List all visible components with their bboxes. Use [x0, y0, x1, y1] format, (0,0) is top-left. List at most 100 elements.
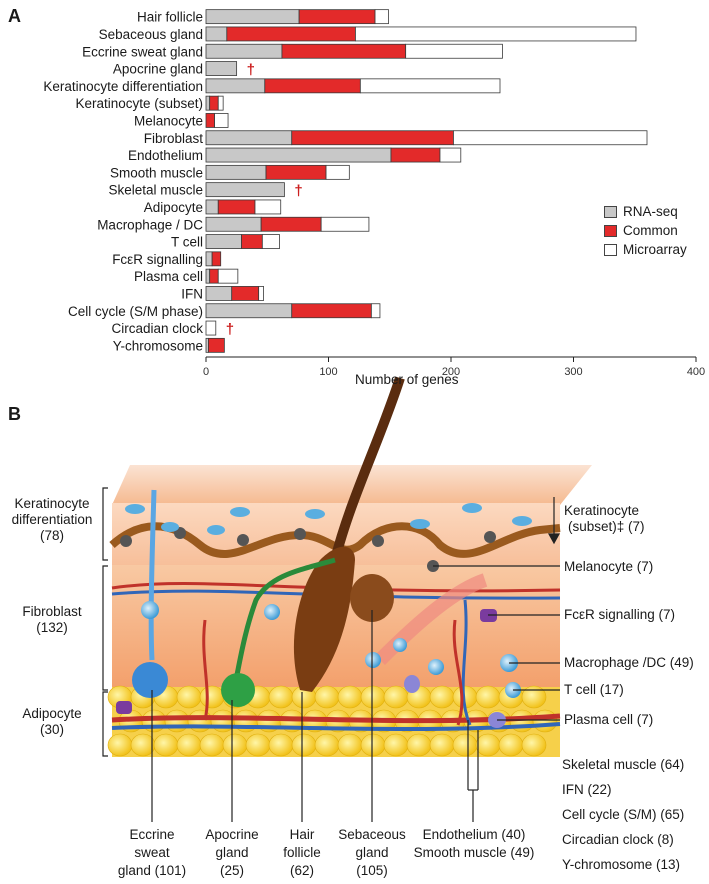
label-line: Keratinocyte	[564, 503, 640, 518]
category-label: Keratinocyte (subset)	[75, 96, 203, 111]
bar-segment-microarray	[370, 303, 381, 319]
label-line: Keratinocyte	[14, 496, 90, 511]
bar-segment-rnaseq	[205, 9, 300, 25]
label-keratinocyte-subset: Keratinocyte (subset)‡ (7)	[564, 503, 645, 535]
fat-cell	[429, 685, 455, 709]
fat-cell	[314, 685, 340, 709]
bar-segment-rnaseq	[205, 234, 242, 249]
bar-segment-common	[205, 113, 215, 128]
bar-segment-microarray	[217, 268, 239, 284]
label-line: gland (101)	[117, 863, 187, 878]
label-line: gland	[215, 845, 249, 860]
label-fibroblast: Fibroblast (132)	[4, 604, 100, 636]
leader-lines	[151, 497, 561, 822]
fat-cell	[498, 733, 524, 757]
fat-cell	[314, 733, 340, 757]
category-label: Plasma cell	[134, 269, 203, 284]
label-line: (subset)‡ (7)	[568, 519, 645, 534]
bar-segment-common	[390, 147, 441, 163]
label-line: Fibroblast	[22, 604, 82, 619]
x-tick-label: 100	[319, 366, 337, 378]
bar-segment-common	[265, 164, 327, 180]
smooth-muscle	[375, 573, 488, 665]
fat-cell	[360, 685, 386, 709]
apocrine-duct	[233, 557, 336, 681]
category-label: Keratinocyte differentiation	[43, 79, 203, 94]
hair-shaft	[330, 376, 405, 562]
fat-cell	[337, 733, 363, 757]
label-line: Sebaceous	[338, 827, 406, 842]
fat-cell	[107, 733, 133, 757]
hair-follicle	[293, 546, 355, 692]
fat-cell	[187, 709, 213, 733]
label-line: Endothelium (40)	[422, 827, 526, 842]
category-label: Macrophage / DC	[97, 217, 203, 232]
bar-segment-common	[226, 26, 356, 42]
bar-segment-common	[231, 286, 260, 301]
sebaceous-gland	[350, 574, 394, 622]
fat-cell	[337, 685, 363, 709]
label-fcer-signalling: FcεR signalling (7)	[564, 607, 676, 622]
fat-cell	[475, 733, 501, 757]
x-tick-label: 0	[203, 366, 209, 378]
bar-segment-microarray	[261, 234, 280, 249]
bar-segment-microarray	[374, 9, 389, 25]
dagger-mark: †	[226, 321, 234, 338]
category-label: Eccrine sweat gland	[82, 44, 203, 59]
bar-segment-rnaseq	[205, 130, 293, 146]
bar-segment-microarray	[355, 26, 637, 42]
legend-swatch-common	[604, 224, 617, 237]
bar-segment-microarray	[405, 43, 503, 59]
x-tick-label: 400	[687, 366, 705, 378]
vein	[111, 589, 561, 600]
label-other-signatures: Skeletal muscle (64) IFN (22) Cell cycle…	[562, 752, 684, 877]
label-line: (30)	[39, 722, 64, 737]
label-apocrine-gland: Apocrine gland (25)	[192, 826, 272, 880]
fat-cell	[291, 733, 317, 757]
label-sebaceous-gland: Sebaceous gland (105)	[332, 826, 412, 880]
category-label: Y-chromosome	[113, 338, 203, 353]
legend-swatch-rnaseq	[604, 205, 617, 218]
label-line: Apocrine	[205, 827, 259, 842]
eccrine-duct	[148, 489, 157, 661]
fat-cell	[245, 733, 271, 757]
x-axis-label: Number of genes	[355, 372, 459, 387]
bar-segment-rnaseq	[205, 78, 266, 94]
label-t-cell: T cell (17)	[564, 682, 624, 697]
fat-cell	[176, 733, 202, 757]
bar-segment-common	[217, 199, 256, 215]
x-tick-label: 200	[442, 366, 460, 378]
bar-segment-common	[209, 268, 219, 284]
fat-cell	[383, 733, 409, 757]
bar-segment-rnaseq	[205, 268, 211, 284]
legend-item-common: Common	[604, 223, 678, 238]
list-item: Circadian clock (8)	[562, 832, 674, 847]
fat-cell	[406, 733, 432, 757]
fat-cell	[199, 685, 225, 709]
label-plasma-cell: Plasma cell (7)	[564, 712, 654, 727]
bar-segment-common	[281, 43, 407, 59]
panel-b-letter: B	[8, 404, 21, 424]
eccrine-gland	[132, 662, 168, 698]
bar-segment-rnaseq	[205, 43, 283, 59]
label-line: gland	[355, 845, 389, 860]
bar-segment-rnaseq	[205, 147, 392, 163]
bar-segment-microarray	[214, 113, 229, 128]
label-hair-follicle: Hair follicle (62)	[272, 826, 332, 880]
bar-segment-common	[208, 337, 225, 353]
label-line: follicle	[283, 845, 321, 860]
fat-cell	[475, 685, 501, 709]
bar-segment-microarray	[453, 130, 648, 146]
bar-segment-microarray	[258, 286, 264, 301]
fat-cell	[153, 733, 179, 757]
apocrine-gland	[221, 673, 255, 707]
label-line: Hair	[289, 827, 315, 842]
label-eccrine-sweat-gland: Eccrine sweat gland (101)	[107, 826, 197, 880]
label-line: differentiation	[11, 512, 93, 527]
fat-cell	[268, 733, 294, 757]
category-label: Adipocyte	[144, 200, 203, 215]
panel-a-letter: A	[8, 6, 21, 26]
label-line: sweat	[134, 845, 170, 860]
list-item: Y-chromosome (13)	[562, 857, 681, 872]
